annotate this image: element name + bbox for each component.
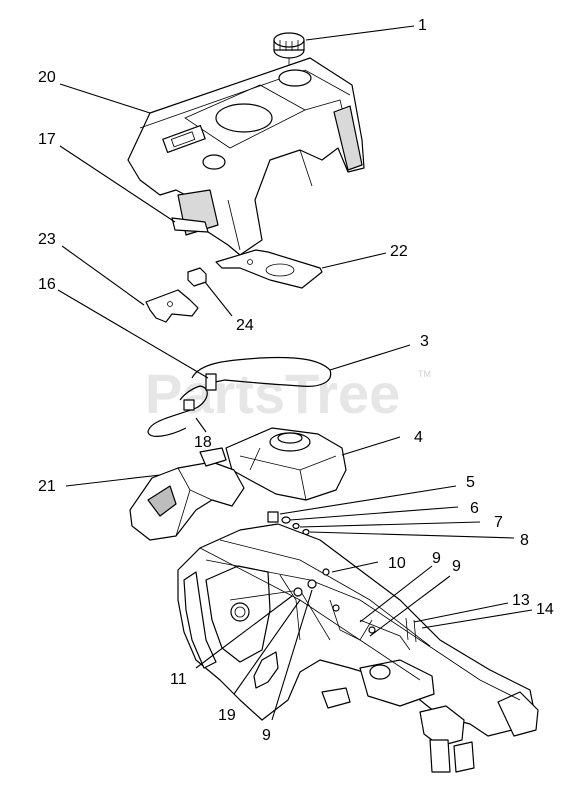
callout-labels: 1 20 17 23 22 16 24 3 18 4 21 5 6 7 8 10… [38, 17, 554, 744]
part-plate-22[interactable] [215, 249, 323, 289]
part-plate-23[interactable] [145, 289, 199, 323]
part-bumper-24[interactable] [187, 267, 207, 287]
callout-9b: 9 [452, 558, 461, 575]
callout-7: 7 [494, 514, 503, 531]
callout-10: 10 [388, 555, 406, 572]
callout-16: 16 [38, 276, 56, 293]
callout-3: 3 [420, 333, 429, 350]
callout-13: 13 [512, 592, 530, 609]
callout-14: 14 [536, 601, 554, 618]
callout-5: 5 [466, 474, 475, 491]
callout-17: 17 [38, 131, 56, 148]
leader-lines [57, 25, 533, 721]
watermark-trademark: TM [418, 369, 431, 379]
part-frame[interactable] [177, 523, 539, 773]
callout-19: 19 [218, 707, 236, 724]
callout-9c: 9 [262, 727, 271, 744]
callout-21: 21 [38, 478, 56, 495]
part-fittings[interactable] [267, 511, 310, 536]
part-bracket-17[interactable] [171, 217, 209, 233]
part-fuel-tank[interactable] [225, 427, 347, 501]
part-fender[interactable] [127, 57, 365, 256]
callout-18: 18 [194, 434, 212, 451]
part-support-21[interactable] [129, 447, 245, 541]
callout-6: 6 [470, 500, 479, 517]
callout-20: 20 [38, 69, 56, 86]
callout-8: 8 [520, 532, 529, 549]
watermark-text: PartsTree [145, 362, 400, 425]
callout-11: 11 [170, 671, 187, 688]
callout-23: 23 [38, 231, 56, 248]
callout-1: 1 [418, 17, 427, 34]
callout-4: 4 [414, 429, 423, 446]
callout-22: 22 [390, 243, 408, 260]
callout-9a: 9 [432, 550, 441, 567]
callout-24: 24 [236, 317, 254, 334]
